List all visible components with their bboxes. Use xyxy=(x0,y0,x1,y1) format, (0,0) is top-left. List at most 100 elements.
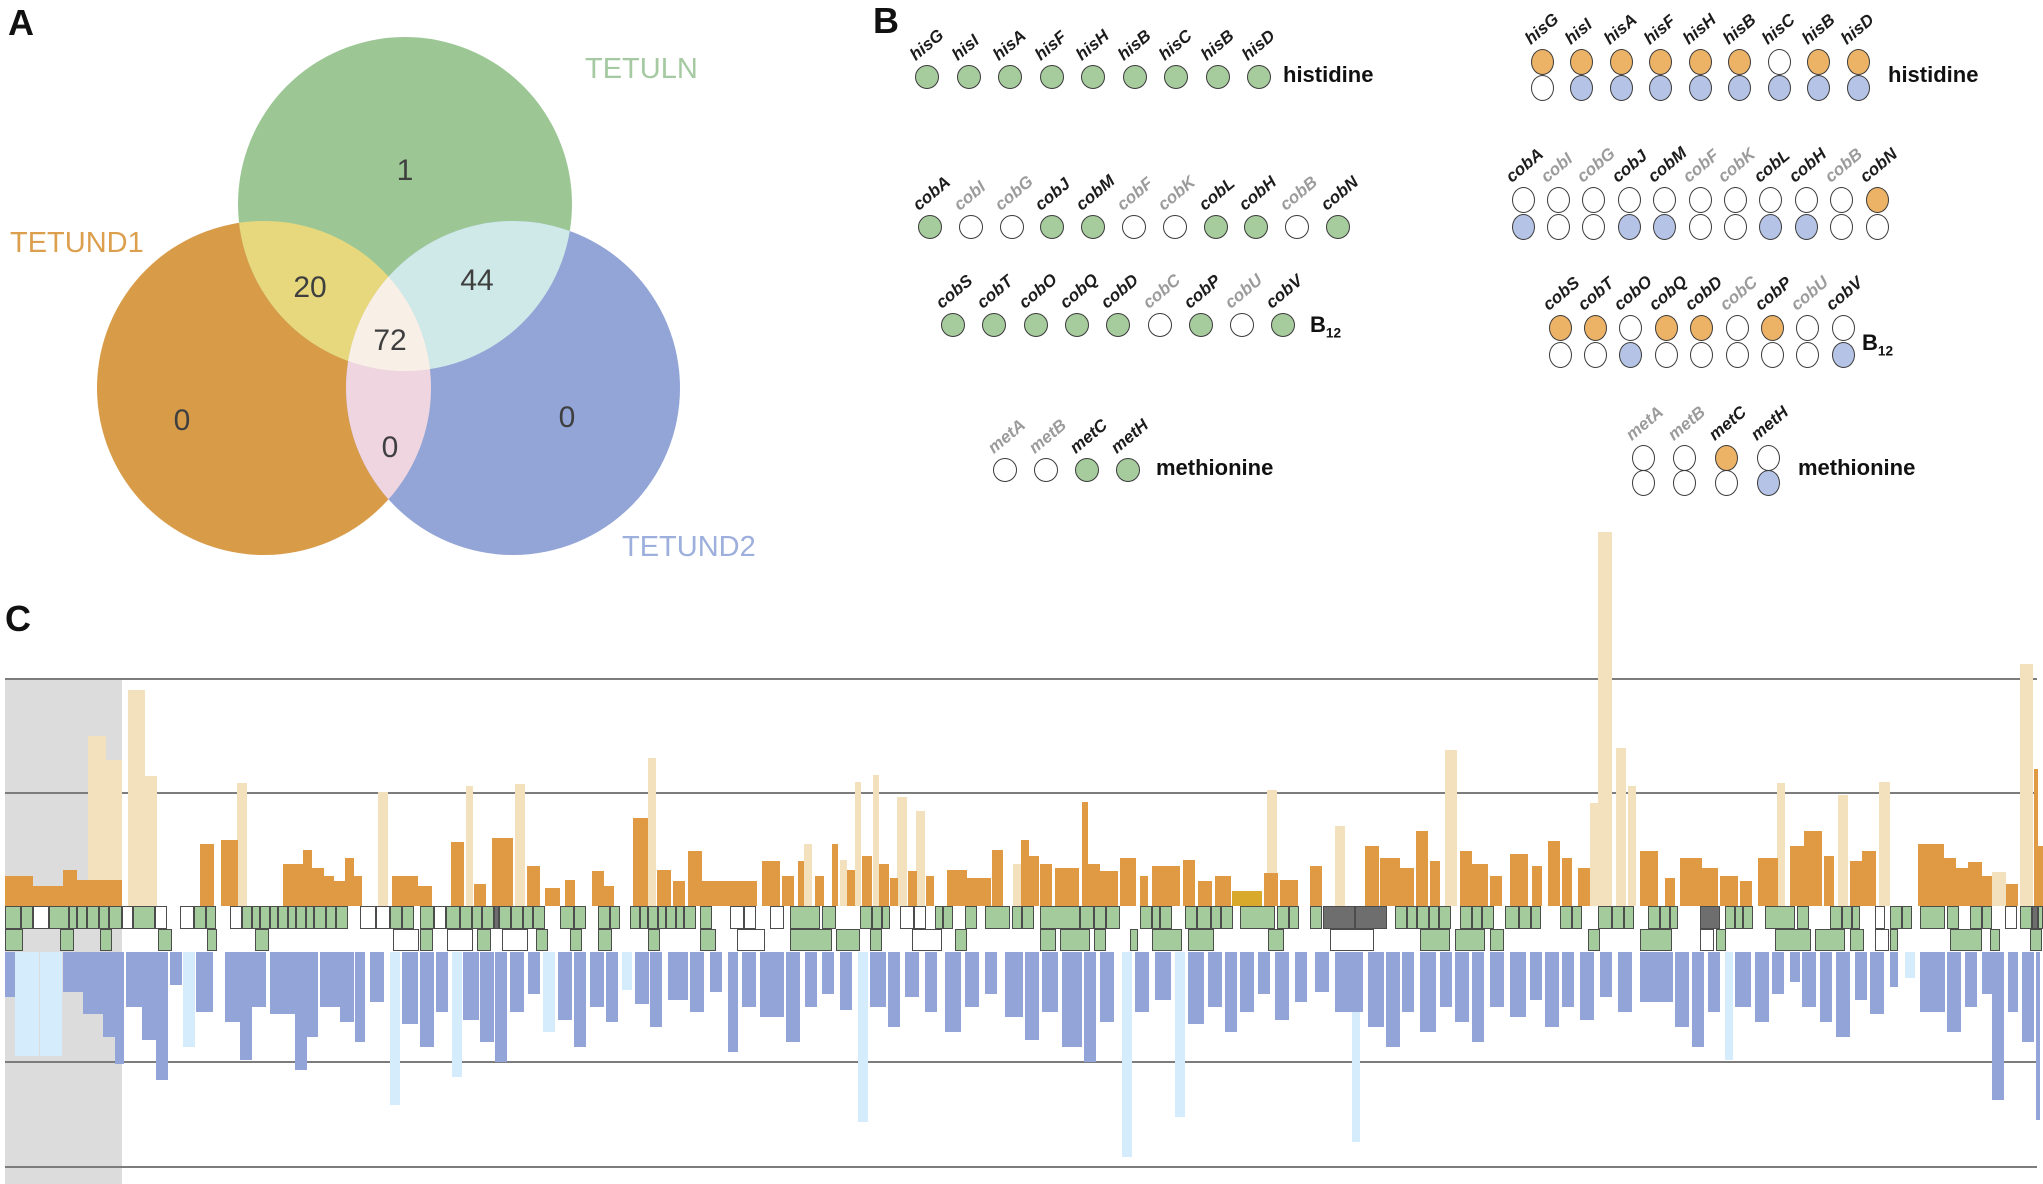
coverage-bar-up xyxy=(33,886,63,906)
annotation-block-track1 xyxy=(1725,906,1735,929)
coverage-bar-down xyxy=(1947,952,1961,1032)
coverage-bar-up xyxy=(354,876,362,906)
pathway-presence-dot xyxy=(1756,445,1780,471)
coverage-bar-down xyxy=(83,952,103,1014)
coverage-bar-down xyxy=(1600,952,1612,997)
gene-label: cobB xyxy=(1820,144,1866,187)
annotation-block-track2 xyxy=(1455,928,1485,951)
pathway-presence-dot xyxy=(1759,187,1783,213)
annotation-block-track2 xyxy=(1152,928,1182,951)
annotation-block-track2 xyxy=(648,928,660,951)
coverage-bar-up xyxy=(1100,871,1118,906)
pathway-presence-dot xyxy=(1767,49,1791,75)
annotation-block-track1 xyxy=(1395,906,1407,929)
coverage-bar-up xyxy=(345,858,354,906)
coverage-bar-up xyxy=(1548,841,1560,906)
annotation-block-track2 xyxy=(1890,928,1898,951)
coverage-bar-up xyxy=(855,782,861,906)
annotation-block-track1 xyxy=(296,906,306,929)
coverage-bar-up xyxy=(128,690,145,906)
annotation-block-track1 xyxy=(1152,906,1160,929)
coverage-bar-down xyxy=(1545,952,1559,1027)
coverage-bar-down xyxy=(510,952,524,1012)
coverage-bar-up xyxy=(1267,790,1277,906)
annotation-block-track2 xyxy=(1330,928,1374,951)
annotation-block-track1 xyxy=(1970,906,1982,929)
coverage-bar-down xyxy=(1335,952,1363,1012)
annotation-block-track1 xyxy=(574,906,586,929)
annotation-block-track2 xyxy=(570,928,582,951)
pathway-presence-dot xyxy=(1760,342,1784,368)
annotation-block-track1 xyxy=(965,906,977,929)
coverage-bar-down xyxy=(1368,952,1384,1027)
pathway-presence-dot xyxy=(1723,187,1747,213)
venn-count-tetuln-tetund2: 44 xyxy=(460,264,493,297)
pathway-presence-dot xyxy=(1188,313,1213,337)
gene-label: cobH xyxy=(1785,144,1831,187)
annotation-block-track1 xyxy=(640,906,648,929)
coverage-bar-down xyxy=(606,952,618,1022)
coverage-bar-down xyxy=(1855,952,1867,1000)
pathway-presence-dot xyxy=(1583,315,1607,341)
annotation-block-track1 xyxy=(155,906,167,929)
coverage-bar-up xyxy=(1310,866,1322,906)
annotation-block-track1 xyxy=(376,906,390,929)
coverage-bar-up xyxy=(2038,846,2043,906)
annotation-block-track1 xyxy=(1560,906,1572,929)
pathway-presence-dot xyxy=(1530,49,1554,75)
coverage-bar-up xyxy=(840,860,847,906)
annotation-block-track1 xyxy=(1982,906,1992,929)
pathway-presence-dot xyxy=(982,313,1007,337)
annotation-block-track1 xyxy=(1875,906,1885,929)
gene-label: cobD xyxy=(1680,272,1726,315)
pathway-presence-dot xyxy=(1688,49,1712,75)
coverage-bar-down xyxy=(650,952,662,1027)
coverage-bar-down xyxy=(196,952,213,1012)
coverage-bar-up xyxy=(334,881,345,906)
coverage-bar-down xyxy=(390,952,400,1105)
coverage-bar-down xyxy=(463,952,479,1020)
annotation-block-track1 xyxy=(336,906,348,929)
coverage-bar-up xyxy=(392,876,418,906)
pathway-presence-dot xyxy=(1760,315,1784,341)
coverage-bar-down xyxy=(1155,952,1171,1000)
annotation-block-track1 xyxy=(1519,906,1531,929)
annotation-block-track2 xyxy=(60,928,74,951)
coverage-bar-up xyxy=(1562,858,1572,906)
coverage-bar-up xyxy=(804,844,812,906)
annotation-block-track1 xyxy=(49,906,69,929)
annotation-block-track1 xyxy=(472,906,482,929)
gene-label: cobV xyxy=(1822,272,1867,315)
annotation-block-track1 xyxy=(900,906,914,929)
annotation-block-track1 xyxy=(676,906,684,929)
coverage-bar-down xyxy=(252,952,266,1007)
pathway-presence-dot xyxy=(1617,214,1641,240)
coverage-bar-up xyxy=(1532,866,1542,906)
pathway-presence-dot xyxy=(1583,342,1607,368)
pathway-presence-dot xyxy=(1688,75,1712,101)
gene-label: cobS xyxy=(932,270,977,313)
annotation-block-track1 xyxy=(872,906,882,929)
gene-label: cobK xyxy=(1153,172,1199,215)
coverage-bar-down xyxy=(1188,952,1204,1024)
pathway-presence-dot xyxy=(1039,65,1064,89)
annotation-block-track1 xyxy=(326,906,336,929)
coverage-bar-down xyxy=(103,952,115,1037)
annotation-block-track1 xyxy=(390,906,402,929)
coverage-bar-down xyxy=(1084,952,1096,1062)
venn-label-tetund2: TETUND2 xyxy=(622,531,756,563)
coverage-bar-down xyxy=(1618,952,1632,1012)
annotation-block-track1 xyxy=(523,906,533,929)
annotation-block-track1 xyxy=(1140,906,1152,929)
gene-label: cobG xyxy=(1572,143,1619,187)
annotation-block-track2 xyxy=(1850,928,1864,951)
coverage-bar-up xyxy=(1430,861,1440,906)
coverage-bar-down xyxy=(945,952,961,1032)
pathway-presence-dot xyxy=(1690,315,1714,341)
pathway-presence-dot xyxy=(1796,315,1820,341)
coverage-bar-down xyxy=(225,952,240,1022)
pathway-presence-dot xyxy=(1649,75,1672,101)
pathway-presence-dot xyxy=(1247,65,1271,89)
gridline xyxy=(5,678,2037,680)
annotation-block-track1 xyxy=(499,906,511,929)
